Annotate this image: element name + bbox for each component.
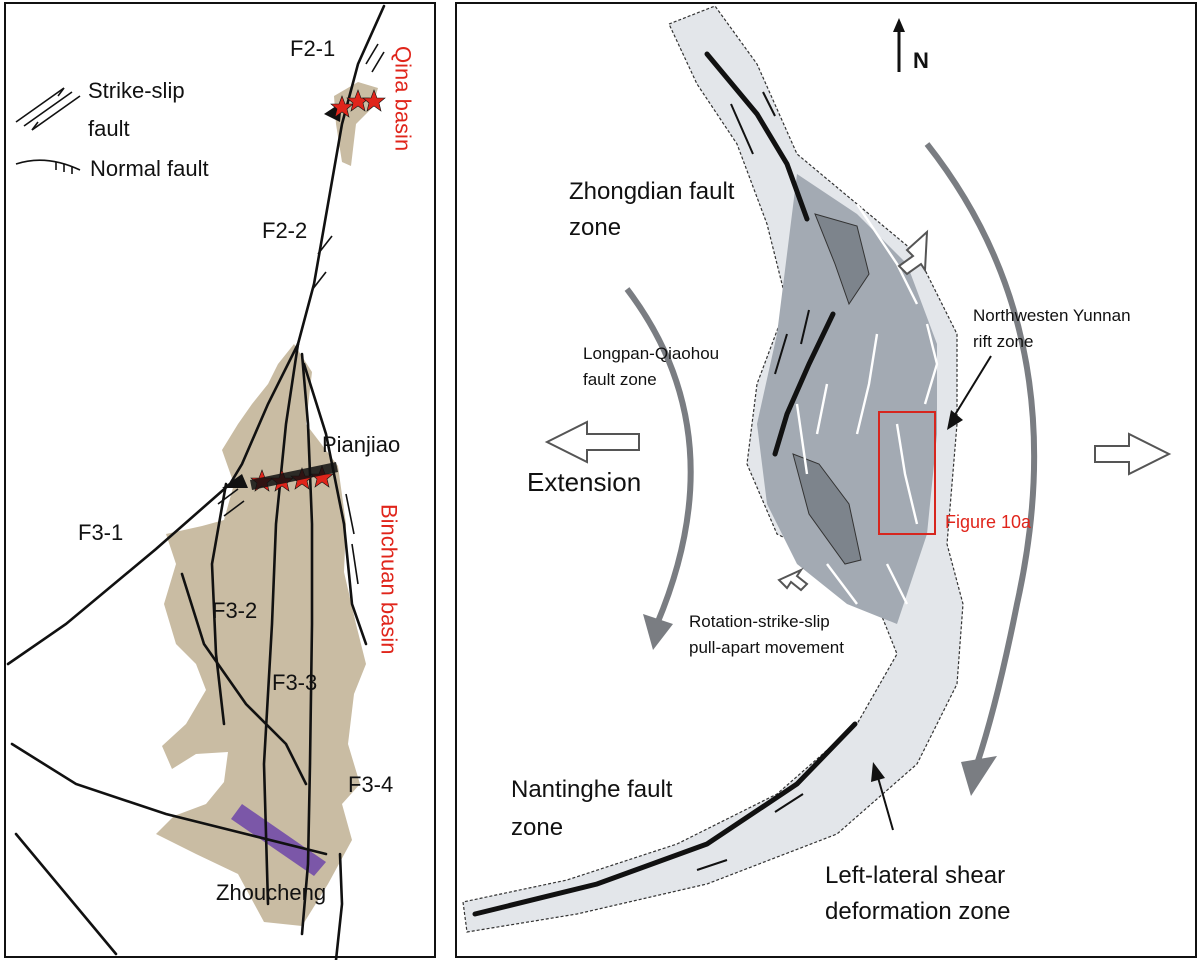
left-map-panel: Strike-slip fault Normal fault F2-1 F2-2… <box>4 2 436 960</box>
left-map-drawing <box>6 4 386 960</box>
qina-stars <box>330 89 386 118</box>
place-label-zhoucheng: Zhoucheng <box>216 880 327 905</box>
basin-label-qina: Qina basin <box>390 46 416 152</box>
shear-sense-arrows <box>696 91 810 871</box>
pointer-lines <box>876 355 992 831</box>
binchuan-basin-area <box>156 344 366 926</box>
extension-arrows <box>544 229 1172 592</box>
legend-strike-slip-label-1: Strike-slip <box>88 78 185 103</box>
fault-lines <box>6 4 386 960</box>
north-hatched-block <box>814 213 870 306</box>
south-hatched-block <box>792 453 862 565</box>
legend-normal-fault-label: Normal fault <box>90 156 209 181</box>
right-map-drawing <box>462 5 1172 933</box>
main-fault-traces <box>472 51 858 917</box>
fault-label-f2-2: F2-2 <box>262 218 308 243</box>
basin-label-binchuan: Binchuan basin <box>376 504 402 655</box>
strike-slip-legend-icon <box>15 87 81 131</box>
zhongdian-label-2: zone <box>569 214 622 241</box>
nw-yunnan-pointer-head <box>947 410 963 430</box>
qina-basin-area <box>334 82 378 166</box>
nantinghe-label-2: zone <box>511 814 564 841</box>
shear-zone-label-1: Left-lateral shear <box>825 862 1006 889</box>
fault-label-f3-3: F3-3 <box>272 670 318 695</box>
fault-label-f3-2: F3-2 <box>212 598 258 623</box>
shear-zone-label-2: deformation zone <box>825 898 1011 925</box>
zhoucheng-band <box>231 804 326 876</box>
rotation-arrows <box>624 142 1038 765</box>
extension-label: Extension <box>527 467 642 497</box>
north-label: N <box>913 48 929 73</box>
normal-fault-legend-icon <box>15 159 81 174</box>
legend-strike-slip-label-2: fault <box>88 116 130 141</box>
fault-label-f3-1: F3-1 <box>78 520 124 545</box>
fault-label-f3-4: F3-4 <box>348 772 394 797</box>
longpan-label-1: Longpan-Qiaohou <box>583 344 720 363</box>
figure-10a-box <box>878 411 936 535</box>
strike-slip-arrows <box>217 43 385 585</box>
fault-label-f2-1: F2-1 <box>290 36 336 61</box>
rotation-label-1: Rotation-strike-slip <box>689 612 830 632</box>
pianjiao-black-bar <box>250 462 338 490</box>
figure-10a-label: Figure 10a <box>945 512 1032 532</box>
pianjiao-fault-marker <box>222 474 248 488</box>
right-map-panel: N Zhongdian fault zone Longpan-Qiaohou f… <box>455 2 1197 958</box>
nw-yunnan-label-1: Northwesten Yunnan <box>973 306 1131 325</box>
rotation-label-2: pull-apart movement <box>689 638 844 658</box>
east-arrow-head <box>961 756 997 796</box>
zhongdian-label-1: Zhongdian fault <box>569 178 735 205</box>
nantinghe-label-1: Nantinghe fault <box>511 776 673 803</box>
place-label-pianjiao: Pianjiao <box>322 432 401 457</box>
west-arrow-head <box>643 614 673 650</box>
nw-yunnan-label-2: rift zone <box>973 332 1034 351</box>
north-arrow-icon <box>893 18 905 72</box>
longpan-label-2: fault zone <box>583 370 657 389</box>
inner-rift-zone <box>757 174 937 624</box>
shear-zone-pointer-head <box>871 762 885 782</box>
rift-normal-faults <box>795 203 939 605</box>
